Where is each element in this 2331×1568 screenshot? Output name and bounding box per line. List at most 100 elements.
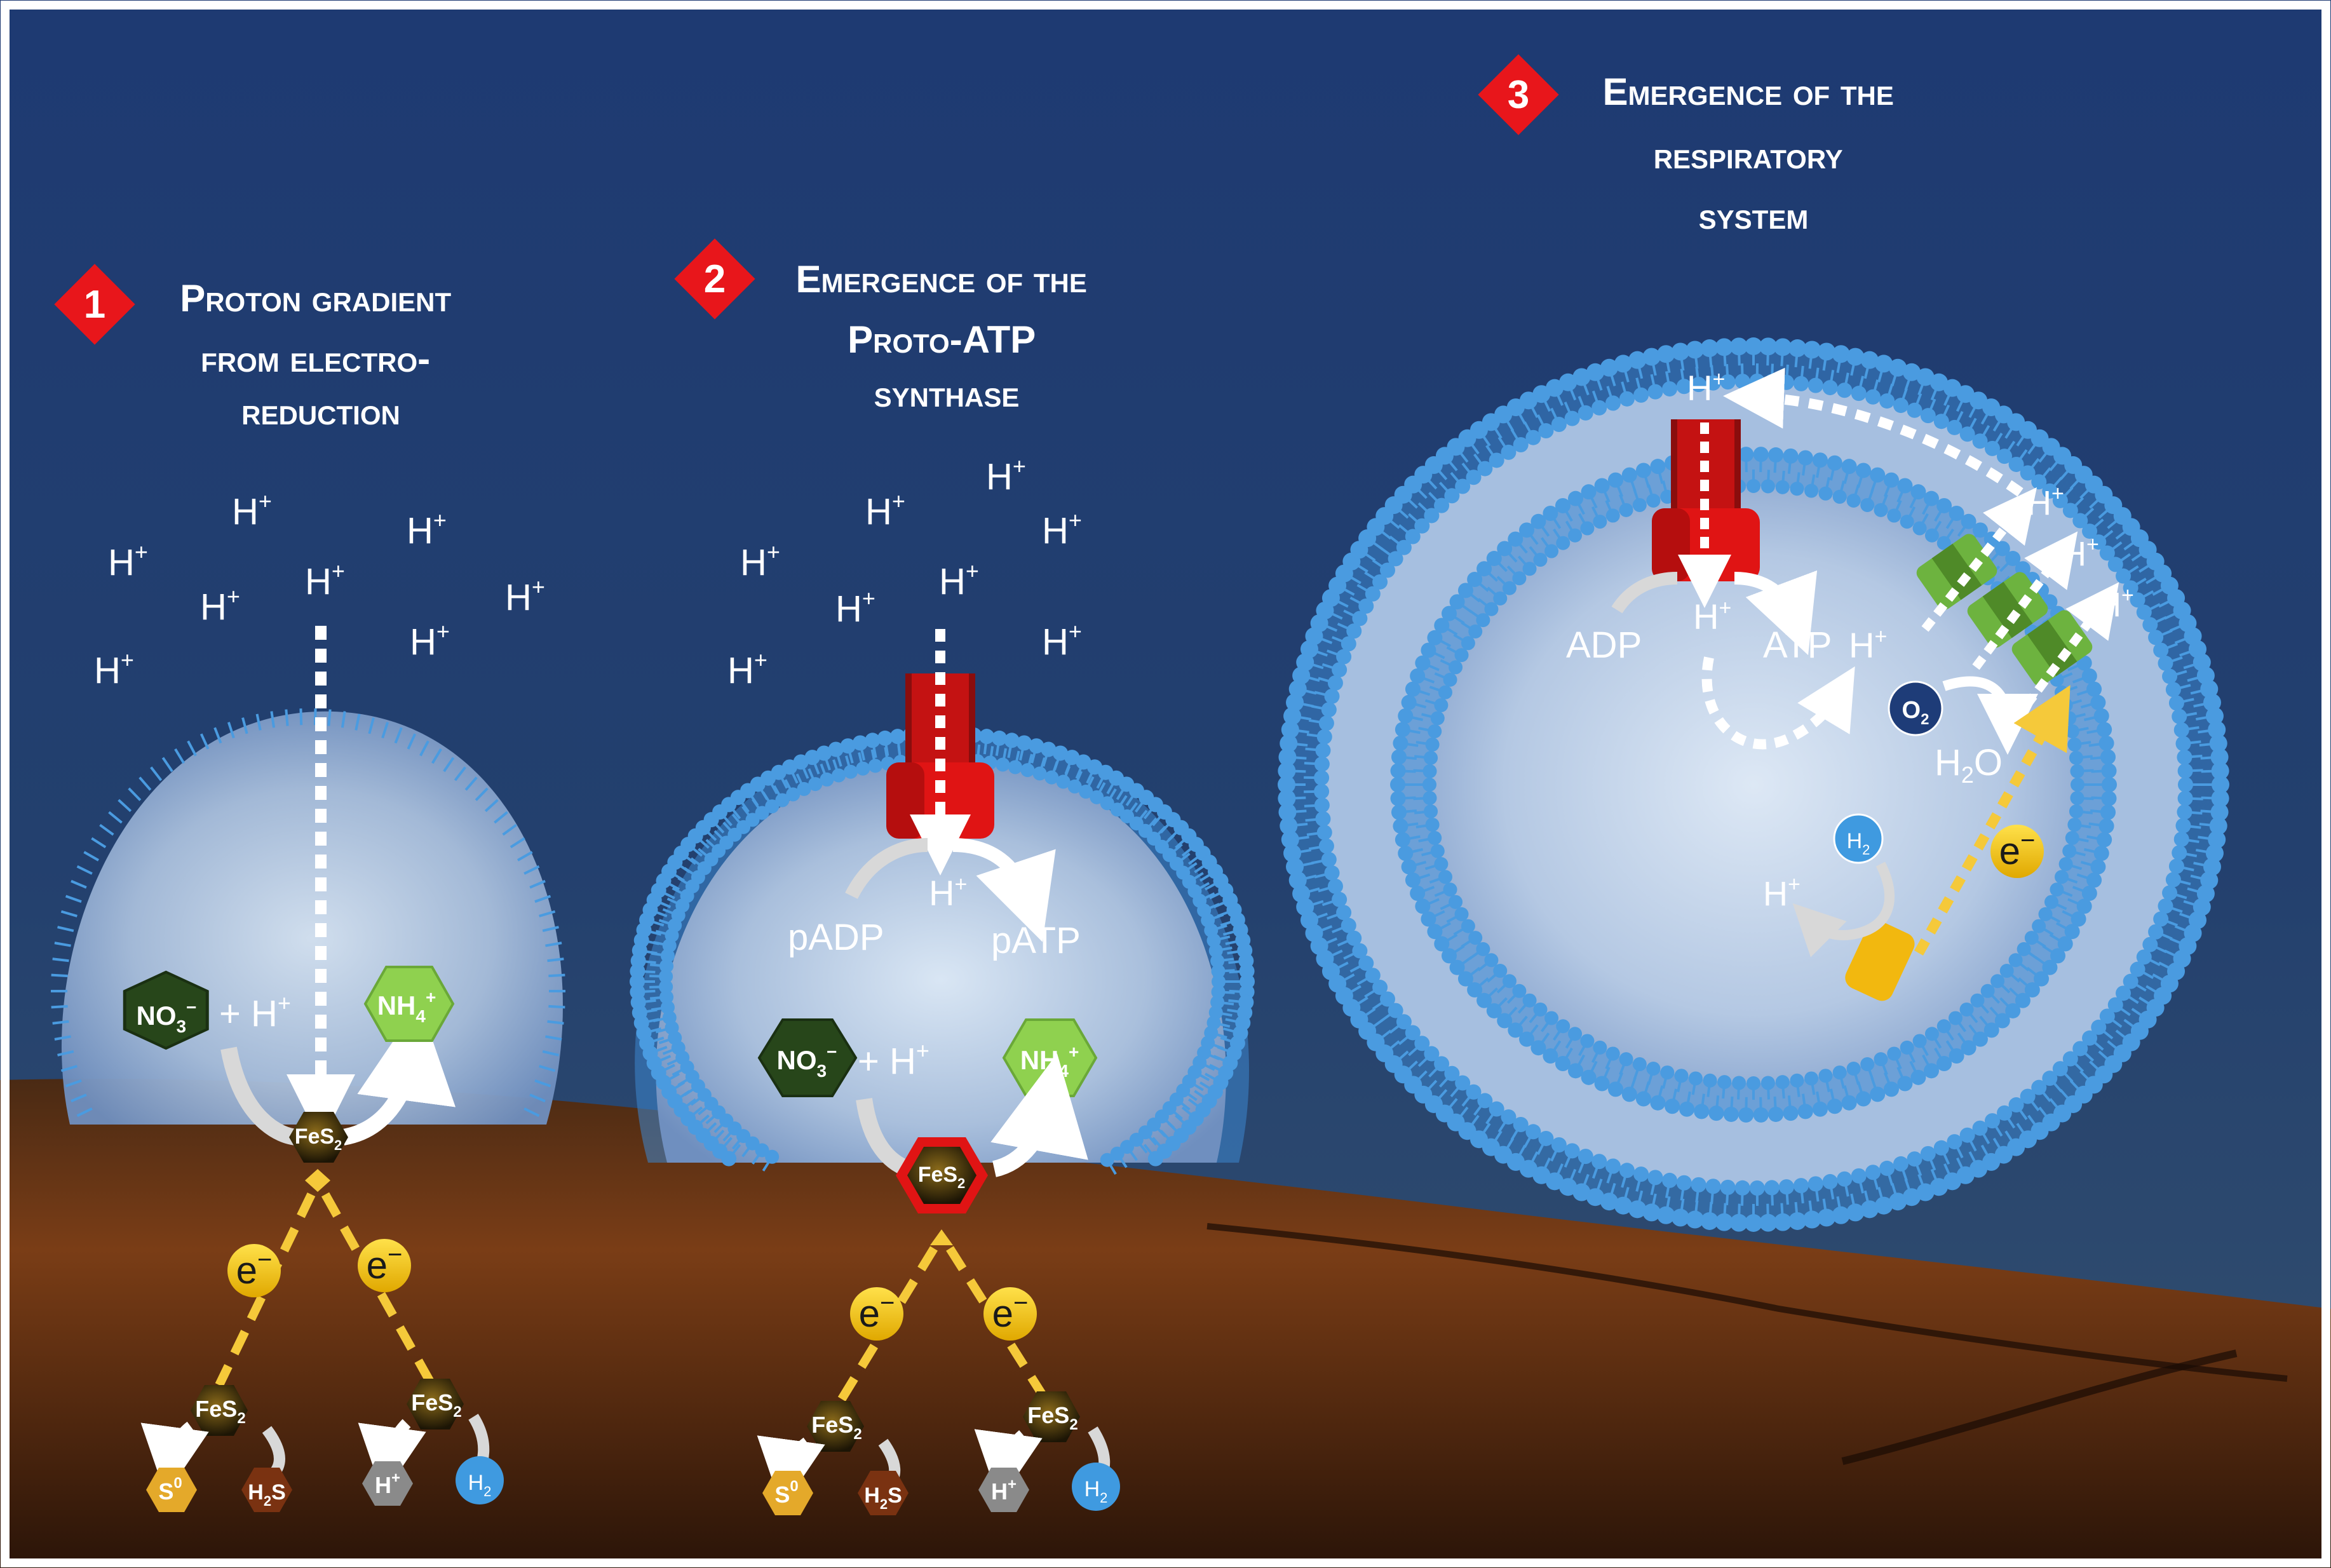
lipid-tail <box>161 757 173 773</box>
lipid-tail <box>52 957 69 963</box>
lipid-head <box>1628 1200 1647 1219</box>
lipid-tail <box>542 926 559 933</box>
lipid-head <box>1747 479 1760 493</box>
lipid-head <box>2052 492 2068 508</box>
lipid-head <box>2024 982 2040 997</box>
lipid-head <box>1933 1140 1949 1156</box>
lipid-head <box>2055 870 2069 884</box>
lipid-tail <box>57 926 74 933</box>
lipid-head <box>1391 804 1407 820</box>
lipid-head <box>2107 557 2123 572</box>
lipid-head <box>1715 338 1733 356</box>
lipid-head <box>1924 490 1939 506</box>
lipid-tail <box>128 787 142 801</box>
lipid-head <box>1421 911 1436 927</box>
lipid-head <box>1870 467 1886 483</box>
lipid-head <box>659 959 674 973</box>
lipid-head <box>2172 708 2187 724</box>
lipid-head <box>1999 964 2014 978</box>
lipid-head <box>1332 891 1348 907</box>
lipid-head <box>2098 818 2114 834</box>
lipid-head <box>2024 931 2039 945</box>
lipid-tail <box>71 1093 87 1103</box>
lipid-head <box>1846 494 1861 508</box>
lipid-head <box>1948 1011 1963 1025</box>
lipid-head <box>2091 534 2107 550</box>
lipid-head <box>1314 783 1330 799</box>
lipid-head <box>1768 1106 1784 1122</box>
lipid-head <box>828 741 844 757</box>
lipid-head <box>1846 1203 1865 1222</box>
lipid-head <box>1556 1019 1571 1034</box>
lipid-head <box>1804 483 1819 498</box>
lipid-head <box>765 1149 780 1164</box>
lipid-head <box>1424 508 1440 524</box>
lipid-head <box>1365 586 1381 602</box>
lipid-head <box>1390 777 1405 792</box>
lipid-head <box>2158 655 2173 671</box>
lipid-head <box>660 1000 675 1015</box>
lipid-head <box>1508 1022 1524 1038</box>
lipid-head <box>1283 844 1302 862</box>
lipid-head <box>2076 898 2092 914</box>
lipid-head <box>1513 437 1529 453</box>
lipid-head <box>1691 1177 1706 1193</box>
proton-label: H+ <box>2027 482 2064 522</box>
lipid-head <box>1239 963 1255 979</box>
proton-label: H+ <box>505 574 545 618</box>
lipid-tail <box>285 709 289 726</box>
lipid-tail <box>545 1035 562 1041</box>
lipid-head <box>1405 681 1421 697</box>
lipid-head <box>2020 1088 2036 1104</box>
lipid-head <box>1032 766 1047 781</box>
hydrogen-label: H2 <box>1084 1477 1108 1506</box>
lipid-head <box>1430 711 1445 726</box>
lipid-head <box>1924 1027 1939 1041</box>
nitrate-label: NO3− <box>777 1042 837 1081</box>
lipid-head <box>1674 1069 1689 1083</box>
lipid-head <box>2091 1019 2107 1035</box>
panel-3-title-line: Emergence of the <box>1602 71 1893 113</box>
lipid-head <box>1434 497 1450 513</box>
lipid-head <box>1851 1168 1867 1184</box>
lipid-head <box>1874 1052 1888 1067</box>
lipid-head <box>1889 358 1907 377</box>
lipid-head <box>1827 1098 1842 1114</box>
lipid-head <box>2082 524 2098 539</box>
lipid-head <box>1902 1188 1921 1206</box>
lipid-head <box>1593 515 1607 529</box>
lipid-tail <box>545 942 562 947</box>
lipid-head <box>1208 943 1223 958</box>
lipid-head <box>1943 1172 1961 1191</box>
lipid-head <box>1797 1104 1813 1119</box>
lipid-head <box>1759 337 1778 356</box>
lipid-tail <box>139 776 152 791</box>
lipid-head <box>804 750 820 766</box>
proton-pump-arrow <box>1921 487 2037 632</box>
lipid-head <box>1646 1061 1661 1076</box>
lipid-head <box>1053 745 1069 761</box>
lipid-head <box>1443 882 1457 897</box>
lipid-head <box>1851 386 1867 402</box>
lipid-head <box>1449 959 1465 975</box>
proton-label: H+ <box>740 539 780 583</box>
lipid-head <box>1822 1173 1838 1189</box>
lipid-head <box>2107 997 2123 1013</box>
lipid-head <box>1410 886 1426 902</box>
lipid-head <box>1110 1146 1125 1161</box>
lipid-head <box>1434 618 1450 633</box>
reaction-arc <box>140 1421 209 1496</box>
lipid-head <box>1929 373 1948 391</box>
lipid-head <box>1846 348 1865 366</box>
badge-number: 2 <box>704 257 726 301</box>
badge-number: 3 <box>1508 73 1529 117</box>
lipid-head <box>1555 1056 1571 1072</box>
lipid-head <box>2123 580 2138 596</box>
lipid-tail <box>407 733 417 750</box>
lipid-head <box>2086 872 2102 888</box>
lipid-head <box>1793 1178 1809 1194</box>
lipid-head <box>1650 459 1666 475</box>
ground-terrain <box>0 1079 2331 1568</box>
lipid-head <box>1090 790 1104 804</box>
lipid-head <box>1424 750 1438 765</box>
